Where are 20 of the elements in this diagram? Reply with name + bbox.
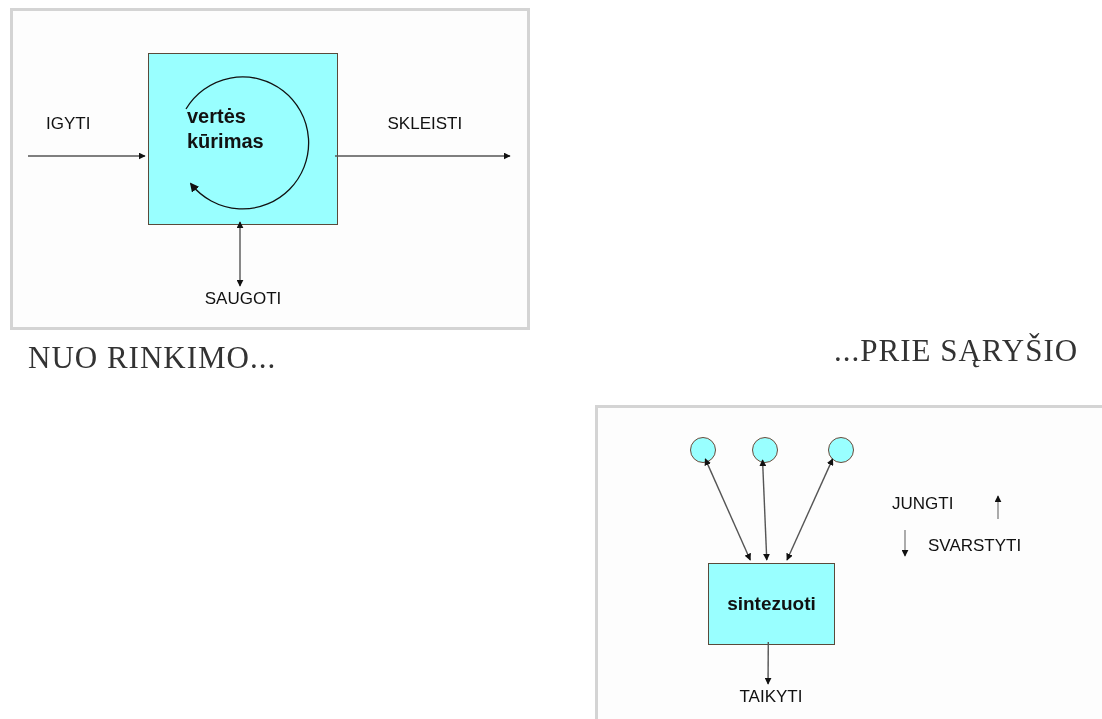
direction-label: SVARSTYTI	[928, 536, 1022, 556]
circle-node	[752, 437, 778, 463]
process-box: vertės kūrimas	[148, 53, 338, 225]
node-label: TAIKYTI	[724, 687, 818, 709]
arrow	[704, 458, 751, 561]
panel-frame	[595, 405, 1102, 719]
arrow	[236, 221, 244, 287]
section-heading: NUO RINKIMO...	[28, 340, 277, 376]
panel-frame	[10, 8, 530, 330]
arrow	[334, 152, 511, 160]
circle-node	[828, 437, 854, 463]
arrow	[786, 458, 834, 561]
process-box: sintezuoti	[708, 563, 835, 645]
section-heading: ...PRIE SĄRYŠIO	[834, 333, 1079, 369]
node-label: SAUGOTI	[190, 289, 296, 311]
circle-node	[690, 437, 716, 463]
arrow	[764, 641, 772, 685]
direction-label: JUNGTI	[892, 494, 954, 514]
arrow	[27, 152, 146, 160]
arrow	[759, 459, 770, 561]
